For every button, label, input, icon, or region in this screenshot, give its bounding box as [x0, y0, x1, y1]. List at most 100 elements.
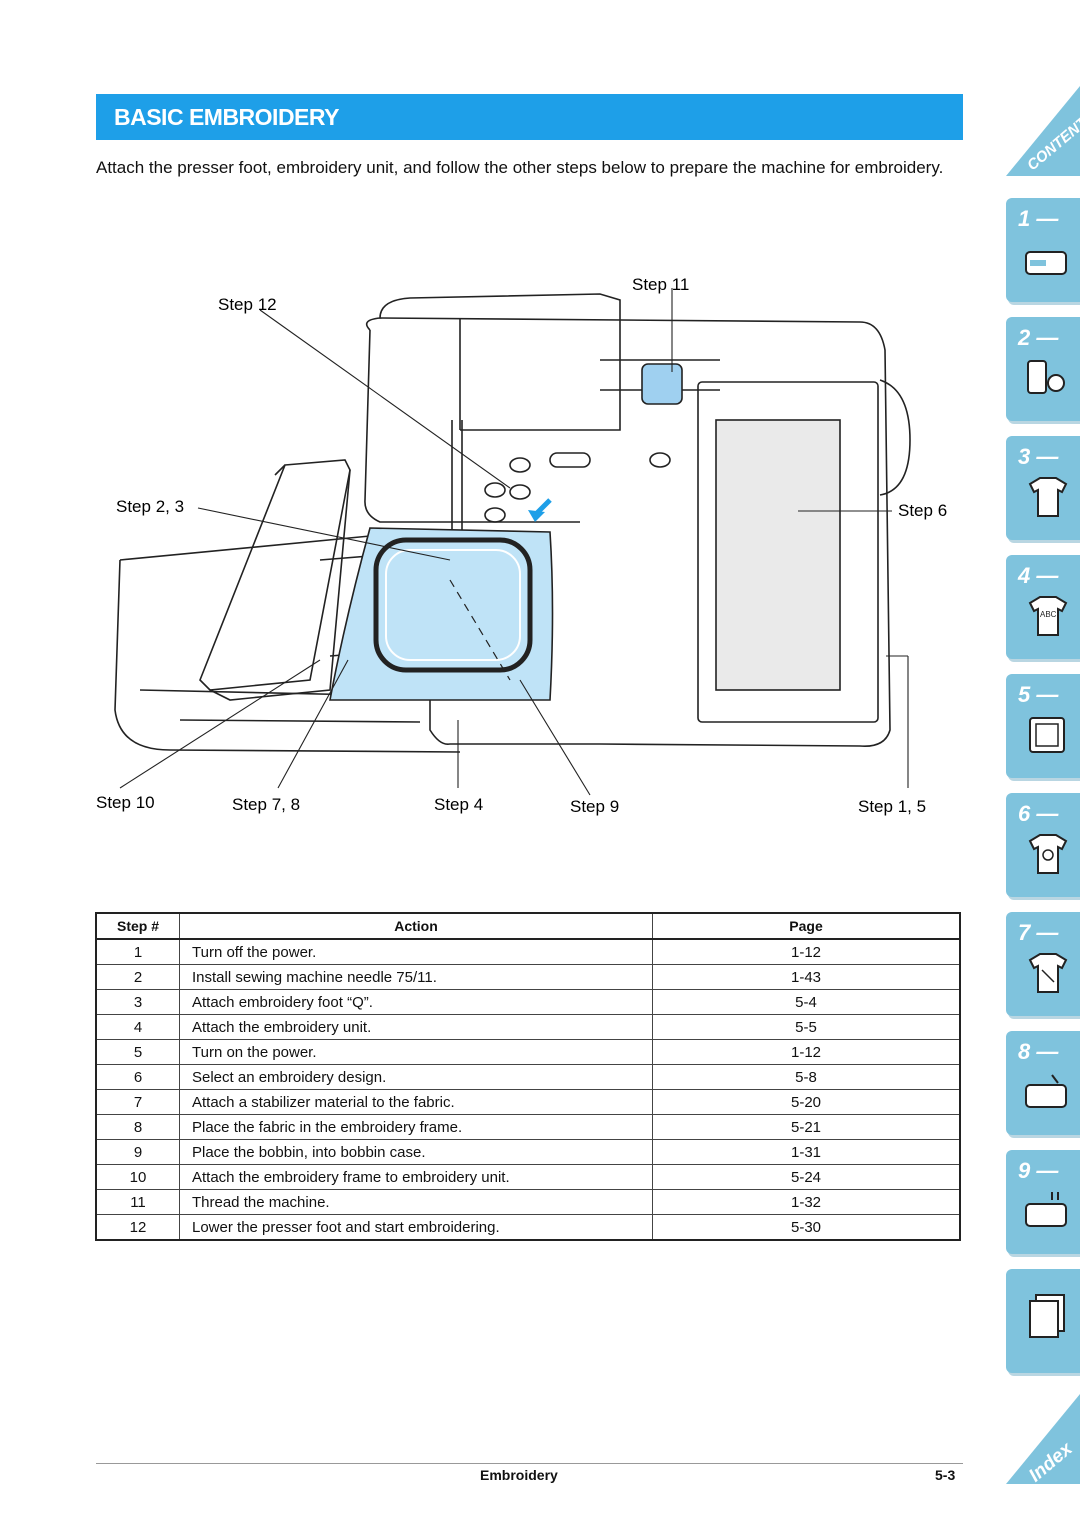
chapter-tab-7-number: 7 —: [1018, 920, 1059, 945]
step-number-cell: 2: [96, 964, 180, 990]
shirt-abc-icon: ABC: [1028, 596, 1068, 636]
callout-step-6: Step 6: [898, 501, 947, 520]
page-cell: 1-12: [652, 939, 961, 965]
callout-step-12: Step 12: [218, 295, 277, 314]
page-cell: 5-4: [652, 989, 961, 1015]
page-cell: 5-8: [652, 1064, 961, 1090]
action-cell: Attach the embroidery frame to embroider…: [179, 1164, 653, 1190]
action-cell: Thread the machine.: [179, 1189, 653, 1215]
step-number-cell: 8: [96, 1114, 180, 1140]
maintenance-icon: [1025, 1074, 1067, 1108]
chapter-tab-9-number: 9 —: [1018, 1158, 1059, 1183]
page-cell: 5-21: [652, 1114, 961, 1140]
callout-step-1-5: Step 1, 5: [858, 797, 926, 816]
page-cell: 5-30: [652, 1214, 961, 1241]
footer-divider: [96, 1463, 963, 1464]
chapter-tab-6-number: 6 —: [1018, 801, 1059, 826]
action-cell: Attach the embroidery unit.: [179, 1014, 653, 1040]
step-number-cell: 9: [96, 1139, 180, 1165]
intro-paragraph: Attach the presser foot, embroidery unit…: [96, 158, 944, 177]
page-cell: 1-32: [652, 1189, 961, 1215]
chapter-tab-8[interactable]: 8 —: [1006, 1031, 1080, 1135]
chapter-tab-2-number: 2 —: [1018, 325, 1059, 350]
chapter-tab-6[interactable]: 6 —: [1006, 793, 1080, 897]
action-cell: Place the fabric in the embroidery frame…: [179, 1114, 653, 1140]
chapter-tab-2[interactable]: 2 —: [1006, 317, 1080, 421]
chapter-tab-5[interactable]: 5 —: [1006, 674, 1080, 778]
action-cell: Turn off the power.: [179, 939, 653, 965]
action-cell: Select an embroidery design.: [179, 1064, 653, 1090]
footer-page-number: 5-3: [935, 1467, 956, 1483]
page-cell: 5-5: [652, 1014, 961, 1040]
step-number-cell: 1: [96, 939, 180, 965]
page-cell: 1-12: [652, 1039, 961, 1065]
chapter-tab-7[interactable]: 7 —: [1006, 912, 1080, 1016]
chapter-tab-3-number: 3 —: [1018, 444, 1059, 469]
shirt-design-icon: [1028, 834, 1068, 874]
footer-section-name: Embroidery: [480, 1467, 558, 1483]
chapter-tab-9[interactable]: 9 —: [1006, 1150, 1080, 1254]
thread-spools-icon: [1027, 360, 1065, 394]
step-number-cell: 6: [96, 1064, 180, 1090]
documents-icon: [1029, 1294, 1065, 1338]
step-number-cell: 5: [96, 1039, 180, 1065]
page-title: BASIC EMBROIDERY: [96, 94, 963, 140]
chapter-tab-4-number: 4 —: [1018, 563, 1059, 588]
index-tab[interactable]: Index: [1006, 1388, 1080, 1484]
action-cell: Place the bobbin, into bobbin case.: [179, 1139, 653, 1165]
callout-step-4: Step 4: [434, 795, 483, 814]
step-number-cell: 11: [96, 1189, 180, 1215]
chapter-tab-4[interactable]: 4 — ABC: [1006, 555, 1080, 659]
table-header-row: Step # Action Page: [96, 913, 961, 940]
page-cell: 1-43: [652, 964, 961, 990]
action-cell: Install sewing machine needle 75/11.: [179, 964, 653, 990]
page-cell: 5-24: [652, 1164, 961, 1190]
header-action: Action: [179, 913, 653, 940]
callout-step-2-3: Step 2, 3: [116, 497, 184, 516]
page-cell: 1-31: [652, 1139, 961, 1165]
step-number-cell: 7: [96, 1089, 180, 1115]
appendix-tab[interactable]: [1006, 1269, 1080, 1373]
contents-tab[interactable]: CONTENTS: [1006, 80, 1080, 176]
troubleshooting-icon: [1025, 1192, 1067, 1227]
page-cell: 5-20: [652, 1089, 961, 1115]
chapter-tab-strip: CONTENTS 1 — 2 — 3 — 4 — ABC 5 — 6 — 7 —…: [1000, 80, 1080, 1500]
chapter-tab-1[interactable]: 1 —: [1006, 198, 1080, 302]
chapter-tab-5-number: 5 —: [1018, 682, 1059, 707]
callout-step-9: Step 9: [570, 797, 619, 816]
action-cell: Turn on the power.: [179, 1039, 653, 1065]
step-number-cell: 10: [96, 1164, 180, 1190]
embroidery-frame-icon: [1029, 717, 1065, 753]
step-number-cell: 3: [96, 989, 180, 1015]
shirt-icon: [1028, 477, 1068, 517]
embroidery-machine-illustration: Step 12 Step 11 Step 2, 3 Step 6 Step 10…: [96, 275, 947, 816]
header-page: Page: [652, 913, 961, 940]
step-number-cell: 4: [96, 1014, 180, 1040]
shirt-abc-label: ABC: [1040, 610, 1057, 619]
sewing-machine-icon: [1025, 251, 1067, 275]
chapter-tab-1-number: 1 —: [1018, 206, 1059, 231]
action-cell: Lower the presser foot and start embroid…: [179, 1214, 653, 1241]
action-cell: Attach a stabilizer material to the fabr…: [179, 1089, 653, 1115]
chapter-tab-8-number: 8 —: [1018, 1039, 1059, 1064]
chapter-tab-3[interactable]: 3 —: [1006, 436, 1080, 540]
header-step: Step #: [96, 913, 180, 940]
step-number-cell: 12: [96, 1214, 180, 1241]
callout-step-7-8: Step 7, 8: [232, 795, 300, 814]
shirt-applique-icon: [1028, 953, 1068, 993]
action-cell: Attach embroidery foot “Q”.: [179, 989, 653, 1015]
callout-step-11: Step 11: [632, 275, 689, 294]
